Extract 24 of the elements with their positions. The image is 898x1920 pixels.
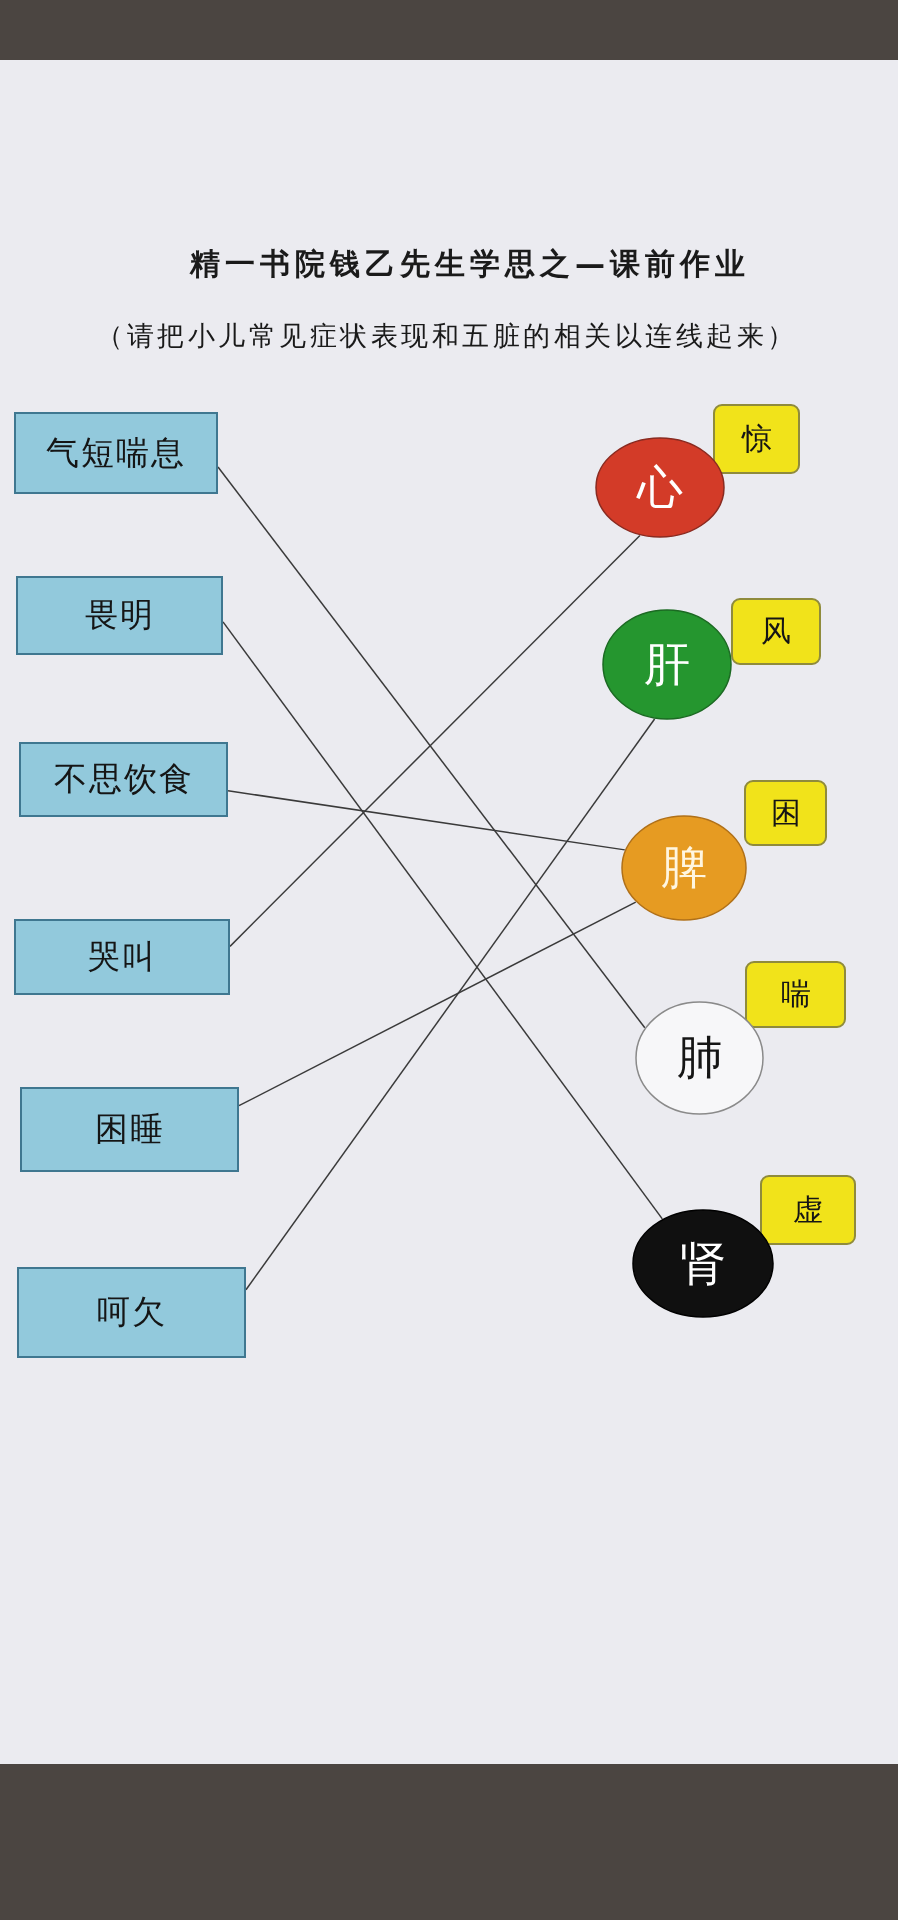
symptom-box: 不思饮食 xyxy=(19,742,228,817)
symptom-box: 哭叫 xyxy=(14,919,230,995)
tag-box: 喘 xyxy=(745,961,846,1028)
connector-line xyxy=(217,466,646,1029)
organ-circle: 肾 xyxy=(632,1209,774,1318)
organ-circle: 肺 xyxy=(635,1001,764,1115)
organ-circle: 脾 xyxy=(621,815,747,921)
connector-line xyxy=(245,718,656,1291)
organ-circle: 肝 xyxy=(602,609,732,720)
connector-line xyxy=(229,534,641,948)
symptom-box: 呵欠 xyxy=(17,1267,246,1358)
symptom-box: 畏明 xyxy=(16,576,223,655)
instruction-text: （请把小儿常见症状表现和五脏的相关以连线起来） xyxy=(96,319,798,353)
symptom-box: 困睡 xyxy=(20,1087,239,1172)
connector-line xyxy=(222,621,664,1220)
connector-line xyxy=(227,790,626,851)
tag-box: 困 xyxy=(744,780,827,846)
title: 精一书院钱乙先生学思之—课前作业 xyxy=(190,245,750,283)
tag-box: 风 xyxy=(731,598,821,665)
tag-box: 惊 xyxy=(713,404,800,474)
organ-circle: 心 xyxy=(595,437,725,538)
connector-line xyxy=(238,901,637,1107)
symptom-box: 气短喘息 xyxy=(14,412,218,494)
tag-box: 虚 xyxy=(760,1175,856,1245)
